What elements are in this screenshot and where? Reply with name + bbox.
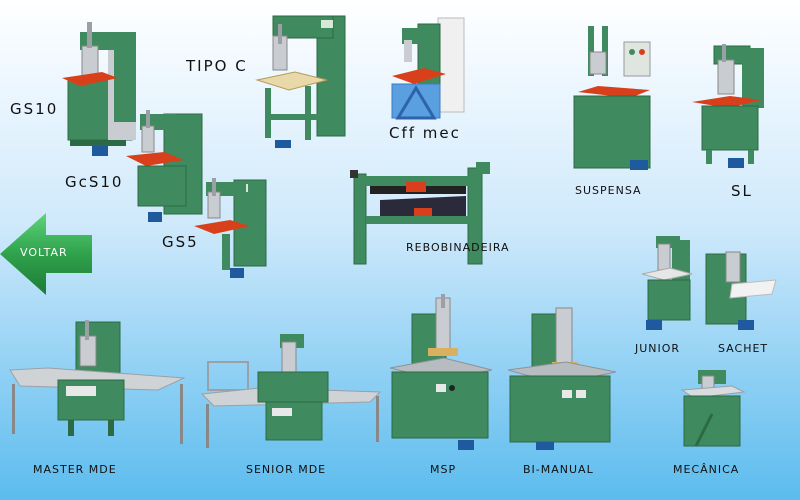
machine-master-mde-image[interactable] [8,318,190,450]
machine-rebobinadeira-label[interactable]: REBOBINADEIRA [406,241,510,254]
machine-gs5-label[interactable]: GS5 [162,233,199,251]
machine-bi-manual-image[interactable] [506,307,618,454]
machine-tipo-c-image[interactable] [255,14,347,150]
machine-msp-label[interactable]: MSP [430,463,457,476]
machine-gcs10-label[interactable]: GcS10 [65,173,124,191]
machine-sachet-label[interactable]: SACHET [718,342,769,355]
voltar-back-button[interactable]: VOLTAR [0,213,94,295]
machine-mecanica-label[interactable]: MECÂNICA [673,463,740,476]
machine-sachet-image[interactable] [702,250,778,334]
machine-master-mde-label[interactable]: MASTER MDE [33,463,117,476]
machine-mecanica-image[interactable] [678,366,748,454]
machine-rebobinadeira-image[interactable] [350,160,498,268]
machine-cff-mec-image[interactable] [388,14,466,124]
machine-gs10-image[interactable] [62,18,142,160]
machine-junior-image[interactable] [640,234,696,334]
machine-sl-image[interactable] [690,42,772,172]
machine-senior-mde-image[interactable] [200,332,384,454]
machine-bi-manual-label[interactable]: BI-MANUAL [523,463,594,476]
machine-senior-mde-label[interactable]: SENIOR MDE [246,463,327,476]
machine-cff-mec-label[interactable]: Cff mec [389,124,461,142]
machine-tipo-c-label[interactable]: TIPO C [186,57,248,75]
machine-gs5-image[interactable] [192,176,268,286]
machine-sl-label[interactable]: SL [731,182,753,200]
machine-gcs10-image[interactable] [124,108,204,228]
machine-suspensa-image[interactable] [572,24,662,174]
machine-junior-label[interactable]: JUNIOR [635,342,681,355]
arrow-left-icon [0,213,92,295]
machine-msp-image[interactable] [388,294,494,454]
machine-suspensa-label[interactable]: SUSPENSA [575,184,642,197]
machine-gs10-label[interactable]: GS10 [10,100,59,118]
voltar-label: VOLTAR [20,246,68,259]
